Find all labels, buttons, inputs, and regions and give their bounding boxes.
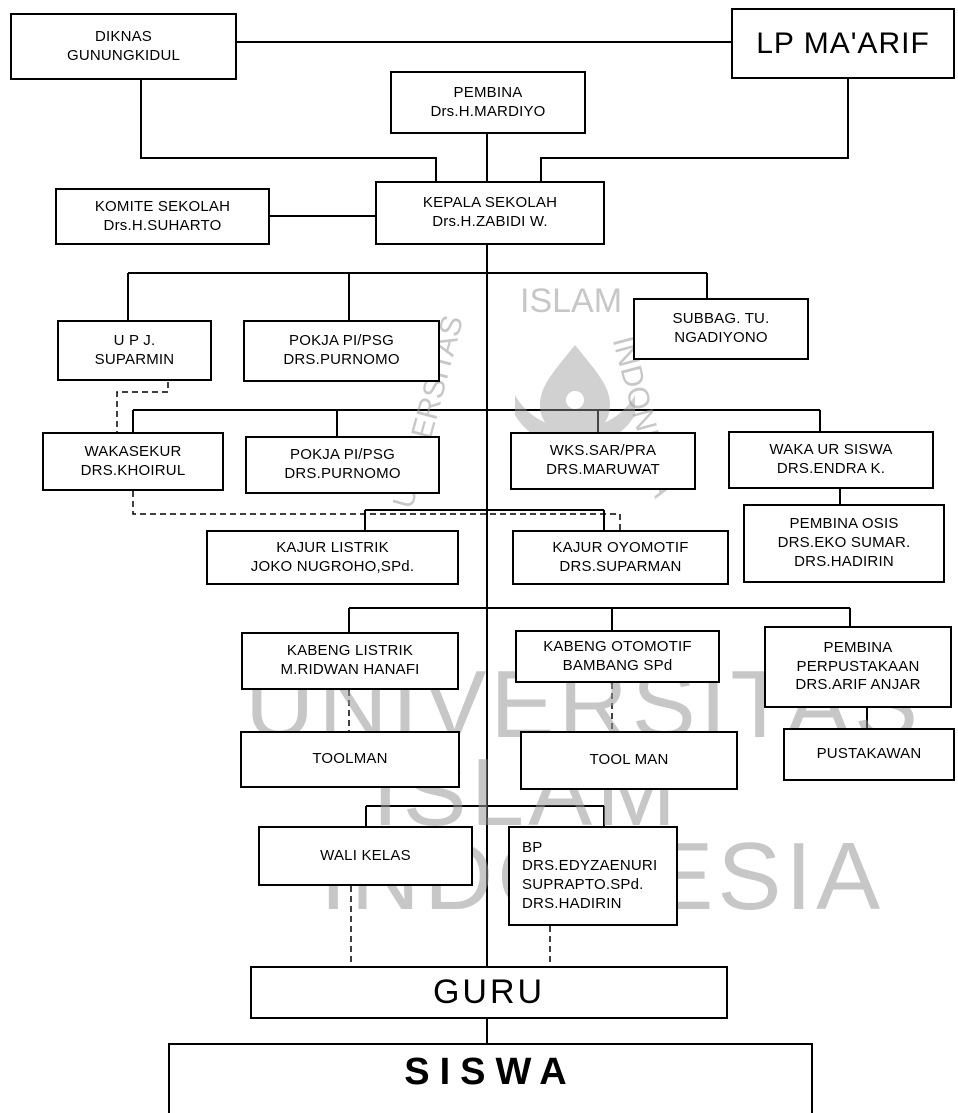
node-pustakawan: PUSTAKAWAN: [783, 728, 955, 781]
node-siswa: SISWA: [168, 1043, 813, 1113]
node-lp-maarif-line-1: LP MA'ARIF: [756, 26, 930, 60]
node-kajur-otomotif-line-2: DRS.SUPARMAN: [559, 557, 682, 575]
node-kabeng-otomotif-line-2: BAMBANG SPd: [562, 656, 673, 674]
node-pembina-line-2: Drs.H.MARDIYO: [430, 102, 546, 120]
node-siswa-line-1: SISWA: [404, 1051, 577, 1093]
node-wks-sar-line-2: DRS.MARUWAT: [546, 461, 660, 478]
node-pokja-1-line-2: DRS.PURNOMO: [283, 351, 400, 368]
node-bp-line-2: DRS.EDYZAENURI: [522, 857, 658, 875]
node-toolman-1: TOOLMAN: [240, 731, 460, 788]
node-waka-siswa: WAKA UR SISWA DRS.ENDRA K.: [728, 431, 934, 489]
node-kabeng-listrik: KABENG LISTRIK M.RIDWAN HANAFI: [241, 632, 459, 690]
node-toolman-2-line-1: TOOL MAN: [589, 751, 669, 769]
node-diknas-line-1: DIKNAS: [94, 27, 153, 45]
node-pembina-perpustakaan: PEMBINA PERPUSTAKAAN DRS.ARIF ANJAR: [764, 626, 952, 708]
node-pembina-osis: PEMBINA OSIS DRS.EKO SUMAR. DRS.HADIRIN: [743, 504, 945, 583]
node-diknas: DIKNAS GUNUNGKIDUL: [10, 13, 237, 80]
node-pembina-perpus-line-2: PERPUSTAKAAN: [796, 657, 920, 675]
node-waka-siswa-line-1: WAKA UR SISWA: [769, 441, 893, 459]
node-wks-sar-line-1: WKS.SAR/PRA: [549, 442, 657, 460]
node-guru: GURU: [250, 966, 728, 1019]
node-waka-siswa-line-2: DRS.ENDRA K.: [776, 460, 886, 477]
node-pembina-line-1: PEMBINA: [453, 83, 523, 101]
node-kabeng-listrik-line-2: M.RIDWAN HANAFI: [280, 661, 420, 678]
node-kepala-line-1: KEPALA SEKOLAH: [422, 194, 558, 212]
node-pokja-1: POKJA PI/PSG DRS.PURNOMO: [243, 320, 440, 382]
node-pokja-1-line-1: POKJA PI/PSG: [289, 332, 394, 350]
node-pokja-2: POKJA PI/PSG DRS.PURNOMO: [245, 436, 440, 494]
node-pustakawan-line-1: PUSTAKAWAN: [816, 745, 922, 763]
node-pokja-2-line-2: DRS.PURNOMO: [284, 465, 401, 482]
node-kajur-otomotif-line-1: KAJUR OYOMOTIF: [552, 538, 689, 556]
node-upj-line-1: U P J.: [113, 331, 156, 349]
node-kajur-otomotif: KAJUR OYOMOTIF DRS.SUPARMAN: [512, 530, 729, 585]
node-wakasekur-line-1: WAKASEKUR: [84, 442, 182, 460]
node-bp-line-1: BP: [522, 838, 543, 856]
node-bp: BP DRS.EDYZAENURI SUPRAPTO.SPd. DRS.HADI…: [508, 826, 678, 926]
node-komite-line-2: Drs.H.SUHARTO: [103, 216, 222, 234]
node-upj: U P J. SUPARMIN: [57, 320, 212, 381]
node-kabeng-otomotif-line-1: KABENG OTOMOTIF: [543, 637, 692, 655]
node-wali-kelas-line-1: WALI KELAS: [320, 846, 411, 864]
node-subbag-tu: SUBBAG. TU. NGADIYONO: [633, 298, 809, 360]
node-pembina-perpus-line-1: PEMBINA: [823, 638, 893, 656]
node-kabeng-otomotif: KABENG OTOMOTIF BAMBANG SPd: [515, 630, 720, 683]
node-subbag-line-1: SUBBAG. TU.: [672, 310, 770, 328]
node-toolman-2: TOOL MAN: [520, 731, 738, 790]
node-lp-maarif: LP MA'ARIF: [731, 8, 955, 79]
node-komite-line-1: KOMITE SEKOLAH: [94, 197, 231, 215]
node-toolman-1-line-1: TOOLMAN: [312, 750, 388, 768]
node-pembina-osis-line-3: DRS.HADIRIN: [794, 552, 894, 570]
node-bp-line-4: DRS.HADIRIN: [522, 894, 622, 912]
node-pembina-osis-line-2: DRS.EKO SUMAR.: [777, 534, 911, 552]
node-wali-kelas: WALI KELAS: [258, 826, 473, 886]
node-pembina: PEMBINA Drs.H.MARDIYO: [390, 71, 586, 134]
node-kabeng-listrik-line-1: KABENG LISTRIK: [286, 642, 414, 660]
node-pembina-osis-line-1: PEMBINA OSIS: [789, 515, 899, 533]
node-kajur-listrik-line-2: JOKO NUGROHO,SPd.: [250, 557, 415, 575]
node-pokja-2-line-1: POKJA PI/PSG: [290, 446, 395, 464]
node-kepala-sekolah: KEPALA SEKOLAH Drs.H.ZABIDI W.: [375, 181, 605, 245]
node-subbag-line-2: NGADIYONO: [674, 329, 768, 346]
node-bp-line-3: SUPRAPTO.SPd.: [522, 876, 644, 893]
node-wks-sar: WKS.SAR/PRA DRS.MARUWAT: [510, 432, 696, 490]
node-guru-line-1: GURU: [432, 973, 546, 1012]
node-diknas-line-2: GUNUNGKIDUL: [66, 46, 181, 64]
node-wakasekur: WAKASEKUR DRS.KHOIRUL: [42, 432, 224, 491]
node-wakasekur-line-2: DRS.KHOIRUL: [80, 461, 186, 479]
node-kepala-line-2: Drs.H.ZABIDI W.: [432, 213, 548, 230]
node-pembina-perpus-line-3: DRS.ARIF ANJAR: [795, 676, 921, 694]
node-kajur-listrik-line-1: KAJUR LISTRIK: [276, 538, 389, 556]
node-komite: KOMITE SEKOLAH Drs.H.SUHARTO: [55, 188, 270, 245]
node-upj-line-2: SUPARMIN: [94, 350, 175, 368]
node-kajur-listrik: KAJUR LISTRIK JOKO NUGROHO,SPd.: [206, 530, 459, 585]
